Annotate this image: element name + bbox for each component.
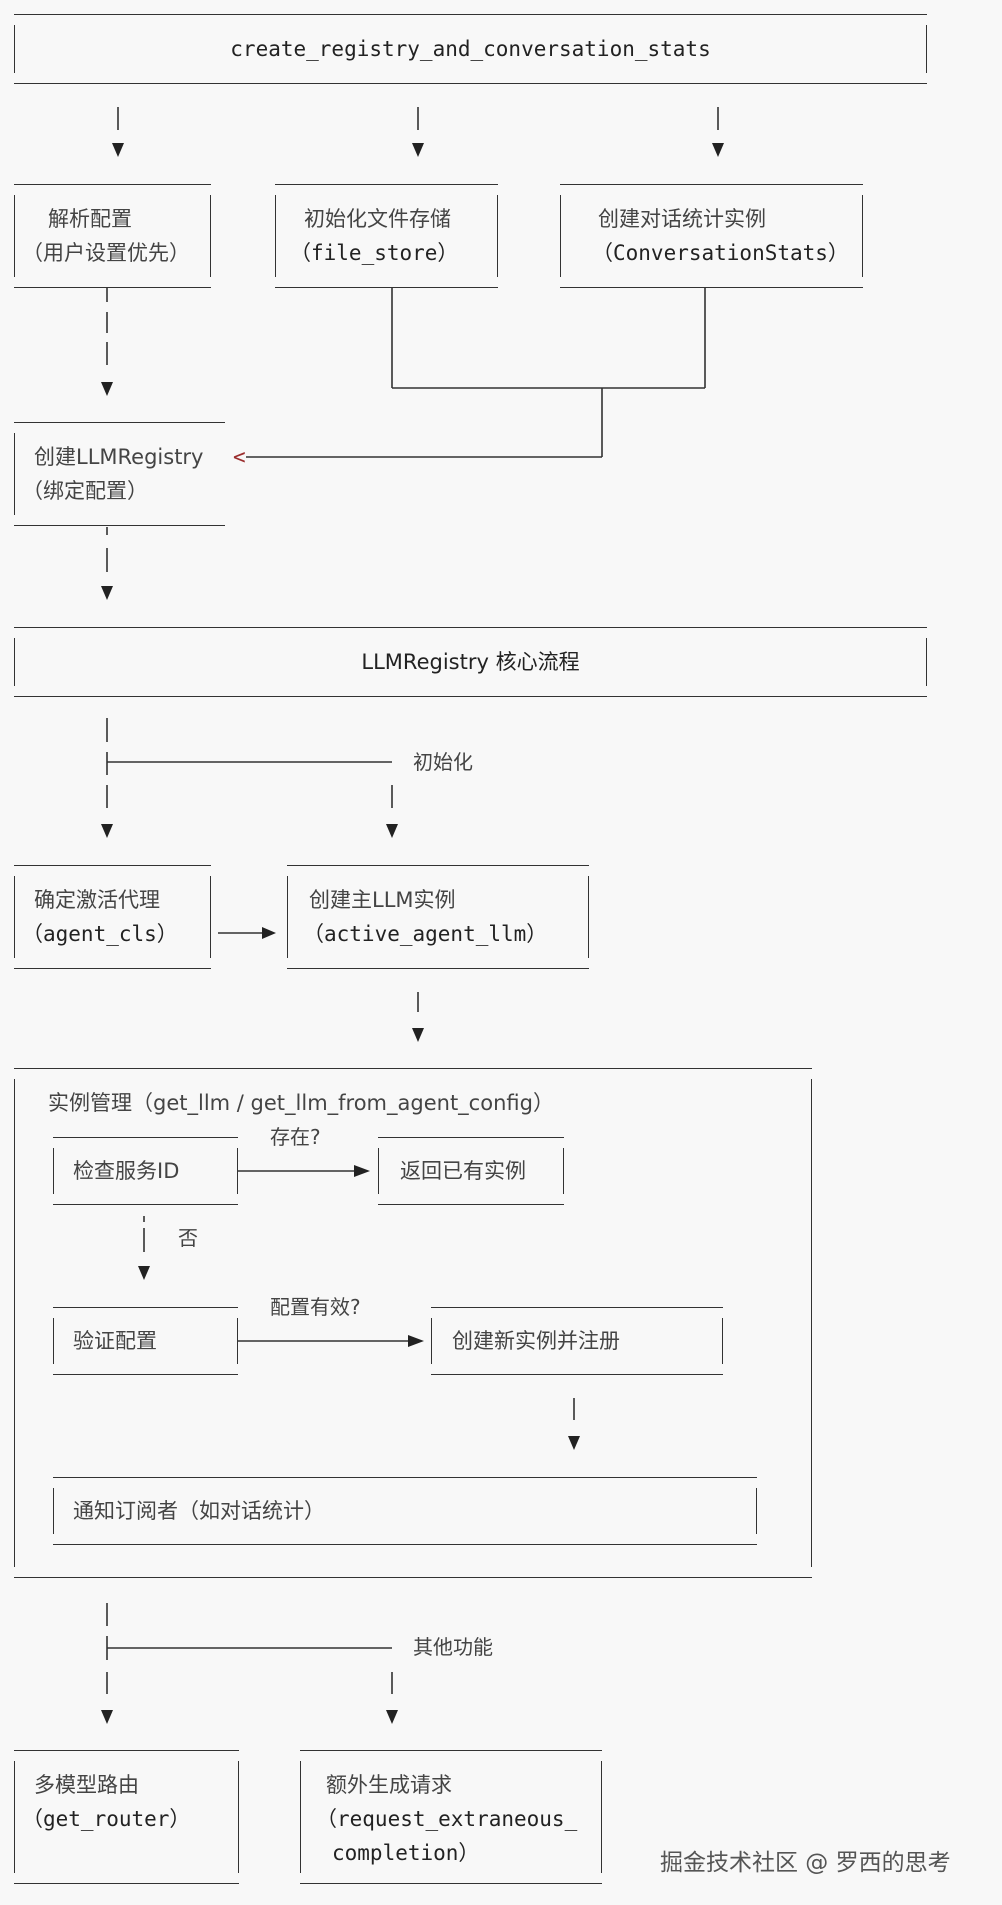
management-title: 实例管理（get_llm / get_llm_from_agent_config… [48, 1091, 554, 1115]
create-registry-sublabel: （绑定配置） [22, 479, 148, 503]
arrow-head [262, 927, 276, 939]
valid-question: 配置有效? [270, 1295, 361, 1319]
watermark: 掘金技术社区 @ 罗西的思考 [660, 1850, 951, 1876]
core-flow-box [14, 627, 927, 697]
parse-config-box [14, 184, 211, 288]
create-stats-box [560, 184, 863, 288]
init-storage-box [275, 184, 498, 288]
arrow-head [138, 1266, 150, 1280]
main-llm-label: 创建主LLM实例 [309, 888, 456, 912]
main-llm-sublabel: （active_agent_llm） [303, 922, 548, 946]
arrow-head [412, 1028, 424, 1042]
create-register-box [431, 1307, 723, 1375]
arrow-head [101, 586, 113, 600]
arrow-head [354, 1165, 370, 1177]
active-agent-sublabel: （agent_cls） [22, 922, 178, 946]
no-label: 否 [178, 1226, 198, 1250]
header-title: create_registry_and_conversation_stats [230, 37, 711, 61]
create-stats-label: 创建对话统计实例 [598, 207, 766, 231]
arrow-head [408, 1335, 424, 1347]
check-id-box [53, 1137, 238, 1205]
create-register-label: 创建新实例并注册 [452, 1329, 620, 1353]
create-registry-label-text: 创建LLMRegistry [34, 445, 204, 469]
notify-label: 通知订阅者（如对话统计） [73, 1499, 325, 1523]
extra-box [300, 1750, 602, 1884]
other-label: 其他功能 [413, 1635, 493, 1659]
check-id-label: 检查服务ID [73, 1159, 180, 1183]
registry-arrow-head: < [233, 445, 246, 469]
management-box [14, 1068, 812, 1578]
header-box [14, 14, 927, 84]
exists-question: 存在? [270, 1125, 321, 1149]
return-existing-box [378, 1137, 564, 1205]
arrow-head [101, 382, 113, 396]
router-label: 多模型路由 [34, 1773, 139, 1797]
init-storage-label: 初始化文件存储 [304, 207, 451, 231]
extra-sublabel-cont: completion） [332, 1841, 480, 1865]
router-box [14, 1750, 239, 1884]
arrow-head [712, 143, 724, 157]
arrow-head [101, 824, 113, 838]
validate-box [53, 1307, 238, 1375]
extra-label: 额外生成请求 [326, 1773, 452, 1797]
main-llm-box [287, 865, 589, 969]
init-storage-sublabel: （file_store） [290, 241, 459, 265]
arrow-head [112, 143, 124, 157]
arrow-head [386, 824, 398, 838]
arrow-head [412, 143, 424, 157]
arrow-head [101, 1710, 113, 1724]
create-registry-box [14, 422, 225, 526]
extra-sublabel: （request_extraneous_ [316, 1807, 578, 1831]
create-stats-sublabel: （ConversationStats） [592, 241, 849, 265]
init-label: 初始化 [413, 750, 473, 774]
core-flow-title: LLMRegistry 核心流程 [361, 650, 580, 674]
active-agent-box [14, 865, 211, 969]
parse-config-label: 解析配置 [48, 207, 132, 231]
arrow-head [386, 1710, 398, 1724]
notify-box [53, 1477, 757, 1545]
router-sublabel: （get_router） [22, 1807, 191, 1831]
create-registry-label: 创建LLMRegistry [34, 444, 204, 470]
active-agent-label: 确定激活代理 [34, 888, 160, 912]
parse-config-sublabel: （用户设置优先） [22, 241, 190, 265]
validate-label: 验证配置 [73, 1329, 157, 1353]
return-existing-label: 返回已有实例 [400, 1159, 526, 1183]
arrow-head [568, 1436, 580, 1450]
